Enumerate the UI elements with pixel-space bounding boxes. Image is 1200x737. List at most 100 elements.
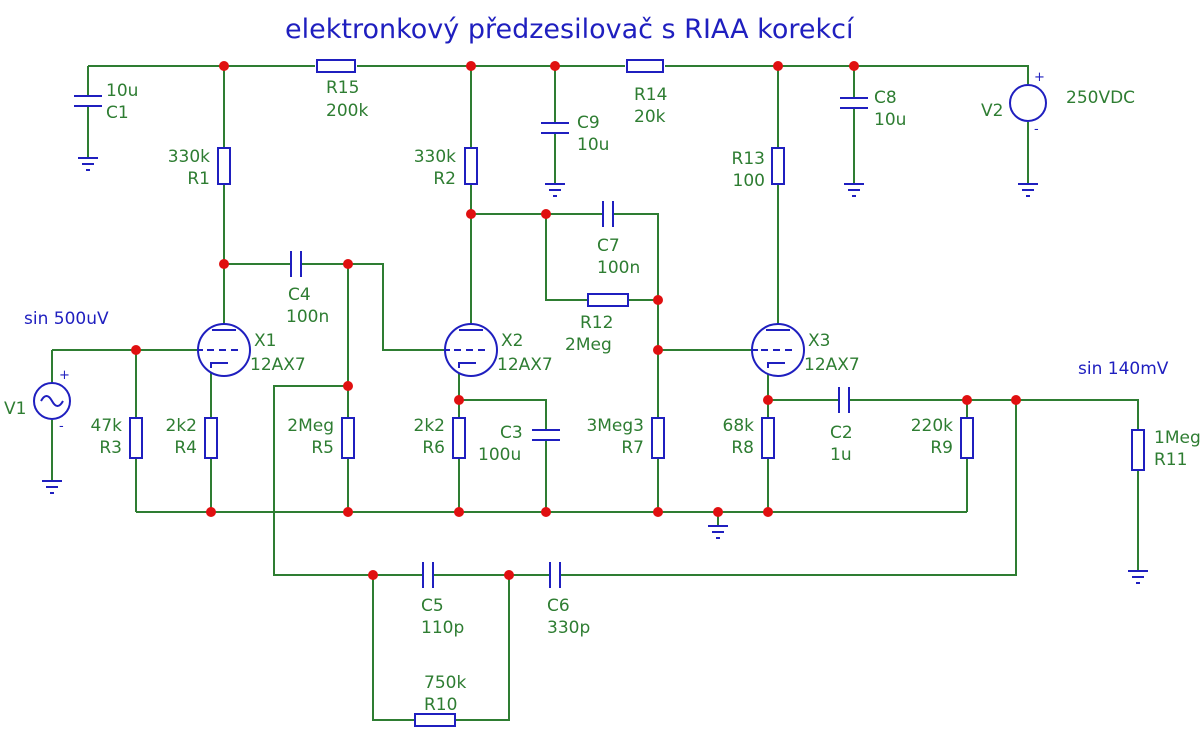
resistor-r2 xyxy=(464,147,478,185)
junction-dot xyxy=(454,507,464,517)
junction-dot xyxy=(763,395,773,405)
v1-ref: V1 xyxy=(4,399,26,419)
ground-icon xyxy=(844,183,864,197)
x3-ref: X3 xyxy=(808,331,830,351)
v2-ref: V2 xyxy=(981,101,1003,121)
r14-value: 20k xyxy=(634,107,666,127)
junction-dot xyxy=(343,507,353,517)
c6-value: 330p xyxy=(547,618,590,638)
r8-ref: R8 xyxy=(731,438,754,458)
capacitor-c5 xyxy=(422,562,434,588)
resistor-r15 xyxy=(316,59,356,73)
ground-icon xyxy=(545,183,565,197)
x1-value: 12AX7 xyxy=(250,355,306,375)
resistor-r1 xyxy=(217,147,231,185)
junction-dot xyxy=(368,570,378,580)
capacitor-c7 xyxy=(602,201,614,227)
r9-ref: R9 xyxy=(930,438,953,458)
c8-ref: C8 xyxy=(874,88,897,108)
junction-dot xyxy=(454,395,464,405)
junction-dot xyxy=(504,570,514,580)
r9-value: 220k xyxy=(911,416,953,436)
v2-minus-sign: - xyxy=(1034,122,1039,137)
r8-value: 68k xyxy=(723,416,755,436)
signal-labels: sin 500uV sin 140mV xyxy=(24,309,1169,379)
r5-value: 2Meg xyxy=(287,416,334,436)
c2-ref: C2 xyxy=(830,423,853,443)
c2-value: 1u xyxy=(830,445,852,465)
x2-ref: X2 xyxy=(501,331,523,351)
v1-minus-sign: - xyxy=(59,419,64,434)
junction-dot xyxy=(541,209,551,219)
junction-dot xyxy=(466,61,476,71)
ground-icon xyxy=(708,525,728,539)
r2-ref: R2 xyxy=(433,169,456,189)
capacitor-c6 xyxy=(549,562,561,588)
c4-value: 100n xyxy=(286,307,329,327)
r13-value: 100 xyxy=(733,171,765,191)
c3-value: 100u xyxy=(478,445,521,465)
r12-value: 2Meg xyxy=(565,335,612,355)
wires xyxy=(51,65,1139,721)
r7-value: 3Meg3 xyxy=(586,416,644,436)
source-v1: + - xyxy=(33,368,71,434)
r11-ref: R11 xyxy=(1154,450,1187,470)
resistors xyxy=(129,59,1145,727)
resistor-r9 xyxy=(960,417,974,459)
r15-value: 200k xyxy=(326,101,368,121)
junction-dot xyxy=(653,345,663,355)
junctions xyxy=(131,61,1021,580)
junction-dot xyxy=(653,507,663,517)
x3-value: 12AX7 xyxy=(804,355,860,375)
resistor-r14 xyxy=(626,59,664,73)
resistor-r5 xyxy=(341,417,355,459)
x2-value: 12AX7 xyxy=(497,355,553,375)
v2-plus-sign: + xyxy=(1034,70,1045,85)
junction-dot xyxy=(131,345,141,355)
r1-value: 330k xyxy=(168,147,210,167)
c6-ref: C6 xyxy=(547,596,570,616)
source-v2: + - xyxy=(1009,70,1047,137)
r12-ref: R12 xyxy=(580,313,613,333)
r6-value: 2k2 xyxy=(414,416,445,436)
junction-dot xyxy=(713,507,723,517)
junction-dot xyxy=(219,259,229,269)
junction-dot xyxy=(343,381,353,391)
resistor-r11 xyxy=(1131,429,1145,471)
junction-dot xyxy=(206,507,216,517)
r3-ref: R3 xyxy=(99,438,122,458)
resistor-r13 xyxy=(771,147,785,185)
c7-ref: C7 xyxy=(597,236,620,256)
r4-ref: R4 xyxy=(174,438,197,458)
capacitor-c9 xyxy=(541,122,569,134)
junction-dot xyxy=(653,295,663,305)
c3-ref: C3 xyxy=(500,423,523,443)
c5-value: 110p xyxy=(421,618,464,638)
resistor-r10 xyxy=(414,713,456,727)
resistor-r6 xyxy=(452,417,466,459)
resistor-r8 xyxy=(761,417,775,459)
capacitor-c8 xyxy=(840,97,868,109)
resistor-r4 xyxy=(204,417,218,459)
c4-ref: C4 xyxy=(288,285,311,305)
r4-value: 2k2 xyxy=(166,416,197,436)
resistor-r12 xyxy=(587,293,629,307)
r1-ref: R1 xyxy=(187,169,210,189)
resistor-r3 xyxy=(129,417,143,459)
junction-dot xyxy=(962,395,972,405)
c1-ref: C1 xyxy=(106,103,129,123)
c5-ref: C5 xyxy=(421,596,444,616)
resistor-r7 xyxy=(651,417,665,459)
component-labels: 10u C1 R15 200k 330k R1 330k R2 C9 10u R… xyxy=(4,78,1200,715)
r10-value: 750k xyxy=(424,673,466,693)
ground-icon xyxy=(1018,183,1038,197)
output-signal-label: sin 140mV xyxy=(1078,359,1169,379)
x1-ref: X1 xyxy=(254,331,276,351)
junction-dot xyxy=(849,61,859,71)
diagram-title: elektronkový předzesilovač s RIAA korekc… xyxy=(285,14,855,45)
r5-ref: R5 xyxy=(311,438,334,458)
r2-value: 330k xyxy=(414,147,456,167)
junction-dot xyxy=(541,507,551,517)
ground-symbols xyxy=(42,157,1148,584)
